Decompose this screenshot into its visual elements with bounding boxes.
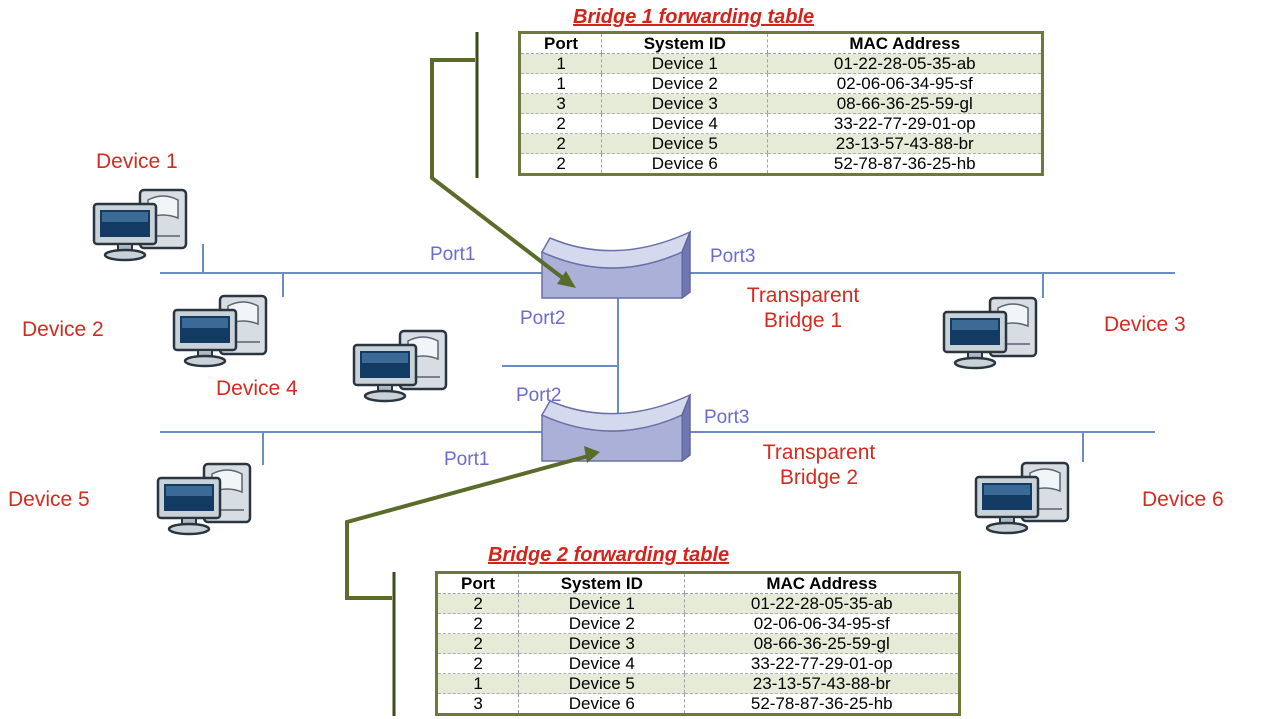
bridge-2-icon (541, 394, 691, 462)
bridge-2-name-line2: Bridge 2 (779, 466, 859, 489)
table-row: 1 Device 1 01-22-28-05-35-ab (519, 53, 1043, 74)
cell-mac-address: 33-22-77-29-01-op (684, 653, 960, 674)
cell-port: 2 (436, 653, 519, 674)
cell-port: 2 (436, 633, 519, 654)
cell-port: 2 (519, 153, 602, 175)
arrow-head-icon (584, 446, 600, 463)
device-5-computer-icon (156, 462, 252, 536)
device-3-computer-icon (942, 296, 1038, 370)
cell-mac-address: 01-22-28-05-35-ab (684, 593, 960, 614)
arrow-head-icon (557, 271, 576, 288)
device-1-computer-icon (92, 188, 188, 262)
cell-mac-address: 33-22-77-29-01-op (767, 113, 1043, 134)
device-2-label: Device 2 (22, 318, 104, 341)
bridge-1-table-title: Bridge 1 forwarding table (573, 6, 815, 28)
cell-system-id: Device 4 (601, 113, 768, 134)
table-header-system-id: System ID (518, 572, 685, 594)
cell-system-id: Device 6 (518, 693, 685, 715)
cell-mac-address: 01-22-28-05-35-ab (767, 53, 1043, 74)
table-row: 2 Device 2 02-06-06-34-95-sf (436, 613, 960, 634)
device-6-label: Device 6 (1142, 488, 1224, 511)
cell-system-id: Device 5 (601, 133, 768, 154)
device-5-label: Device 5 (8, 488, 90, 511)
cell-mac-address: 08-66-36-25-59-gl (684, 633, 960, 654)
device-1-label: Device 1 (96, 150, 178, 173)
bridge-1-name-line2: Bridge 1 (763, 309, 843, 332)
device-4-label: Device 4 (216, 377, 298, 400)
table-header-mac-address: MAC Address (684, 572, 960, 594)
table-header-port: Port (436, 572, 519, 594)
table-row: 2 Device 5 23-13-57-43-88-br (519, 133, 1043, 154)
bridge-1-forwarding-table: Port System ID MAC Address 1 Device 1 01… (518, 31, 1044, 176)
bridge-1-icon (541, 231, 691, 299)
table-header-port: Port (519, 32, 602, 54)
table-row: 3 Device 6 52-78-87-36-25-hb (436, 693, 960, 715)
bridge-1-port3-label: Port3 (710, 246, 756, 267)
device-4-computer-icon (352, 329, 448, 403)
bridge-2-table-title: Bridge 2 forwarding table (488, 544, 730, 566)
cell-port: 3 (519, 93, 602, 114)
cell-mac-address: 02-06-06-34-95-sf (684, 613, 960, 634)
device-3-label: Device 3 (1104, 313, 1186, 336)
bridge-1-port2-label: Port2 (520, 308, 566, 329)
cell-system-id: Device 2 (601, 73, 768, 94)
device-6-computer-icon (974, 461, 1070, 535)
bridge-2-port2-label: Port2 (516, 385, 562, 406)
cell-port: 2 (519, 133, 602, 154)
table-row: 1 Device 2 02-06-06-34-95-sf (519, 73, 1043, 94)
cell-port: 1 (436, 673, 519, 694)
bridge-2-forwarding-table: Port System ID MAC Address 2 Device 1 01… (435, 571, 961, 716)
bridge-2-port3-label: Port3 (704, 407, 750, 428)
cell-port: 2 (436, 613, 519, 634)
cell-system-id: Device 3 (601, 93, 768, 114)
table-row: 2 Device 6 52-78-87-36-25-hb (519, 153, 1043, 175)
cell-system-id: Device 5 (518, 673, 685, 694)
cell-port: 3 (436, 693, 519, 715)
cell-system-id: Device 4 (518, 653, 685, 674)
table-row: 2 Device 1 01-22-28-05-35-ab (436, 593, 960, 614)
bridge-2-name: Transparent Bridge 2 (724, 440, 914, 490)
cell-system-id: Device 3 (518, 633, 685, 654)
cell-port: 2 (436, 593, 519, 614)
cell-system-id: Device 6 (601, 153, 768, 175)
cell-mac-address: 08-66-36-25-59-gl (767, 93, 1043, 114)
table-row: 2 Device 4 33-22-77-29-01-op (436, 653, 960, 674)
bridge-2-name-line1: Transparent (762, 441, 876, 464)
cell-system-id: Device 1 (518, 593, 685, 614)
cell-system-id: Device 1 (601, 53, 768, 74)
table-row: 1 Device 5 23-13-57-43-88-br (436, 673, 960, 694)
cell-mac-address: 52-78-87-36-25-hb (684, 693, 960, 715)
bridge-1-name-line1: Transparent (746, 284, 860, 307)
table-header-system-id: System ID (601, 32, 768, 54)
cell-port: 1 (519, 73, 602, 94)
device-2-computer-icon (172, 294, 268, 368)
bridge-1-port1-label: Port1 (430, 244, 476, 265)
cell-mac-address: 52-78-87-36-25-hb (767, 153, 1043, 175)
cell-system-id: Device 2 (518, 613, 685, 634)
table-row: 2 Device 4 33-22-77-29-01-op (519, 113, 1043, 134)
cell-mac-address: 02-06-06-34-95-sf (767, 73, 1043, 94)
cell-port: 1 (519, 53, 602, 74)
table-header-mac-address: MAC Address (767, 32, 1043, 54)
bridge-1-name: Transparent Bridge 1 (708, 283, 898, 333)
cell-mac-address: 23-13-57-43-88-br (684, 673, 960, 694)
cell-mac-address: 23-13-57-43-88-br (767, 133, 1043, 154)
bridge-2-port1-label: Port1 (444, 449, 490, 470)
cell-port: 2 (519, 113, 602, 134)
table-row: 3 Device 3 08-66-36-25-59-gl (519, 93, 1043, 114)
table-row: 2 Device 3 08-66-36-25-59-gl (436, 633, 960, 654)
